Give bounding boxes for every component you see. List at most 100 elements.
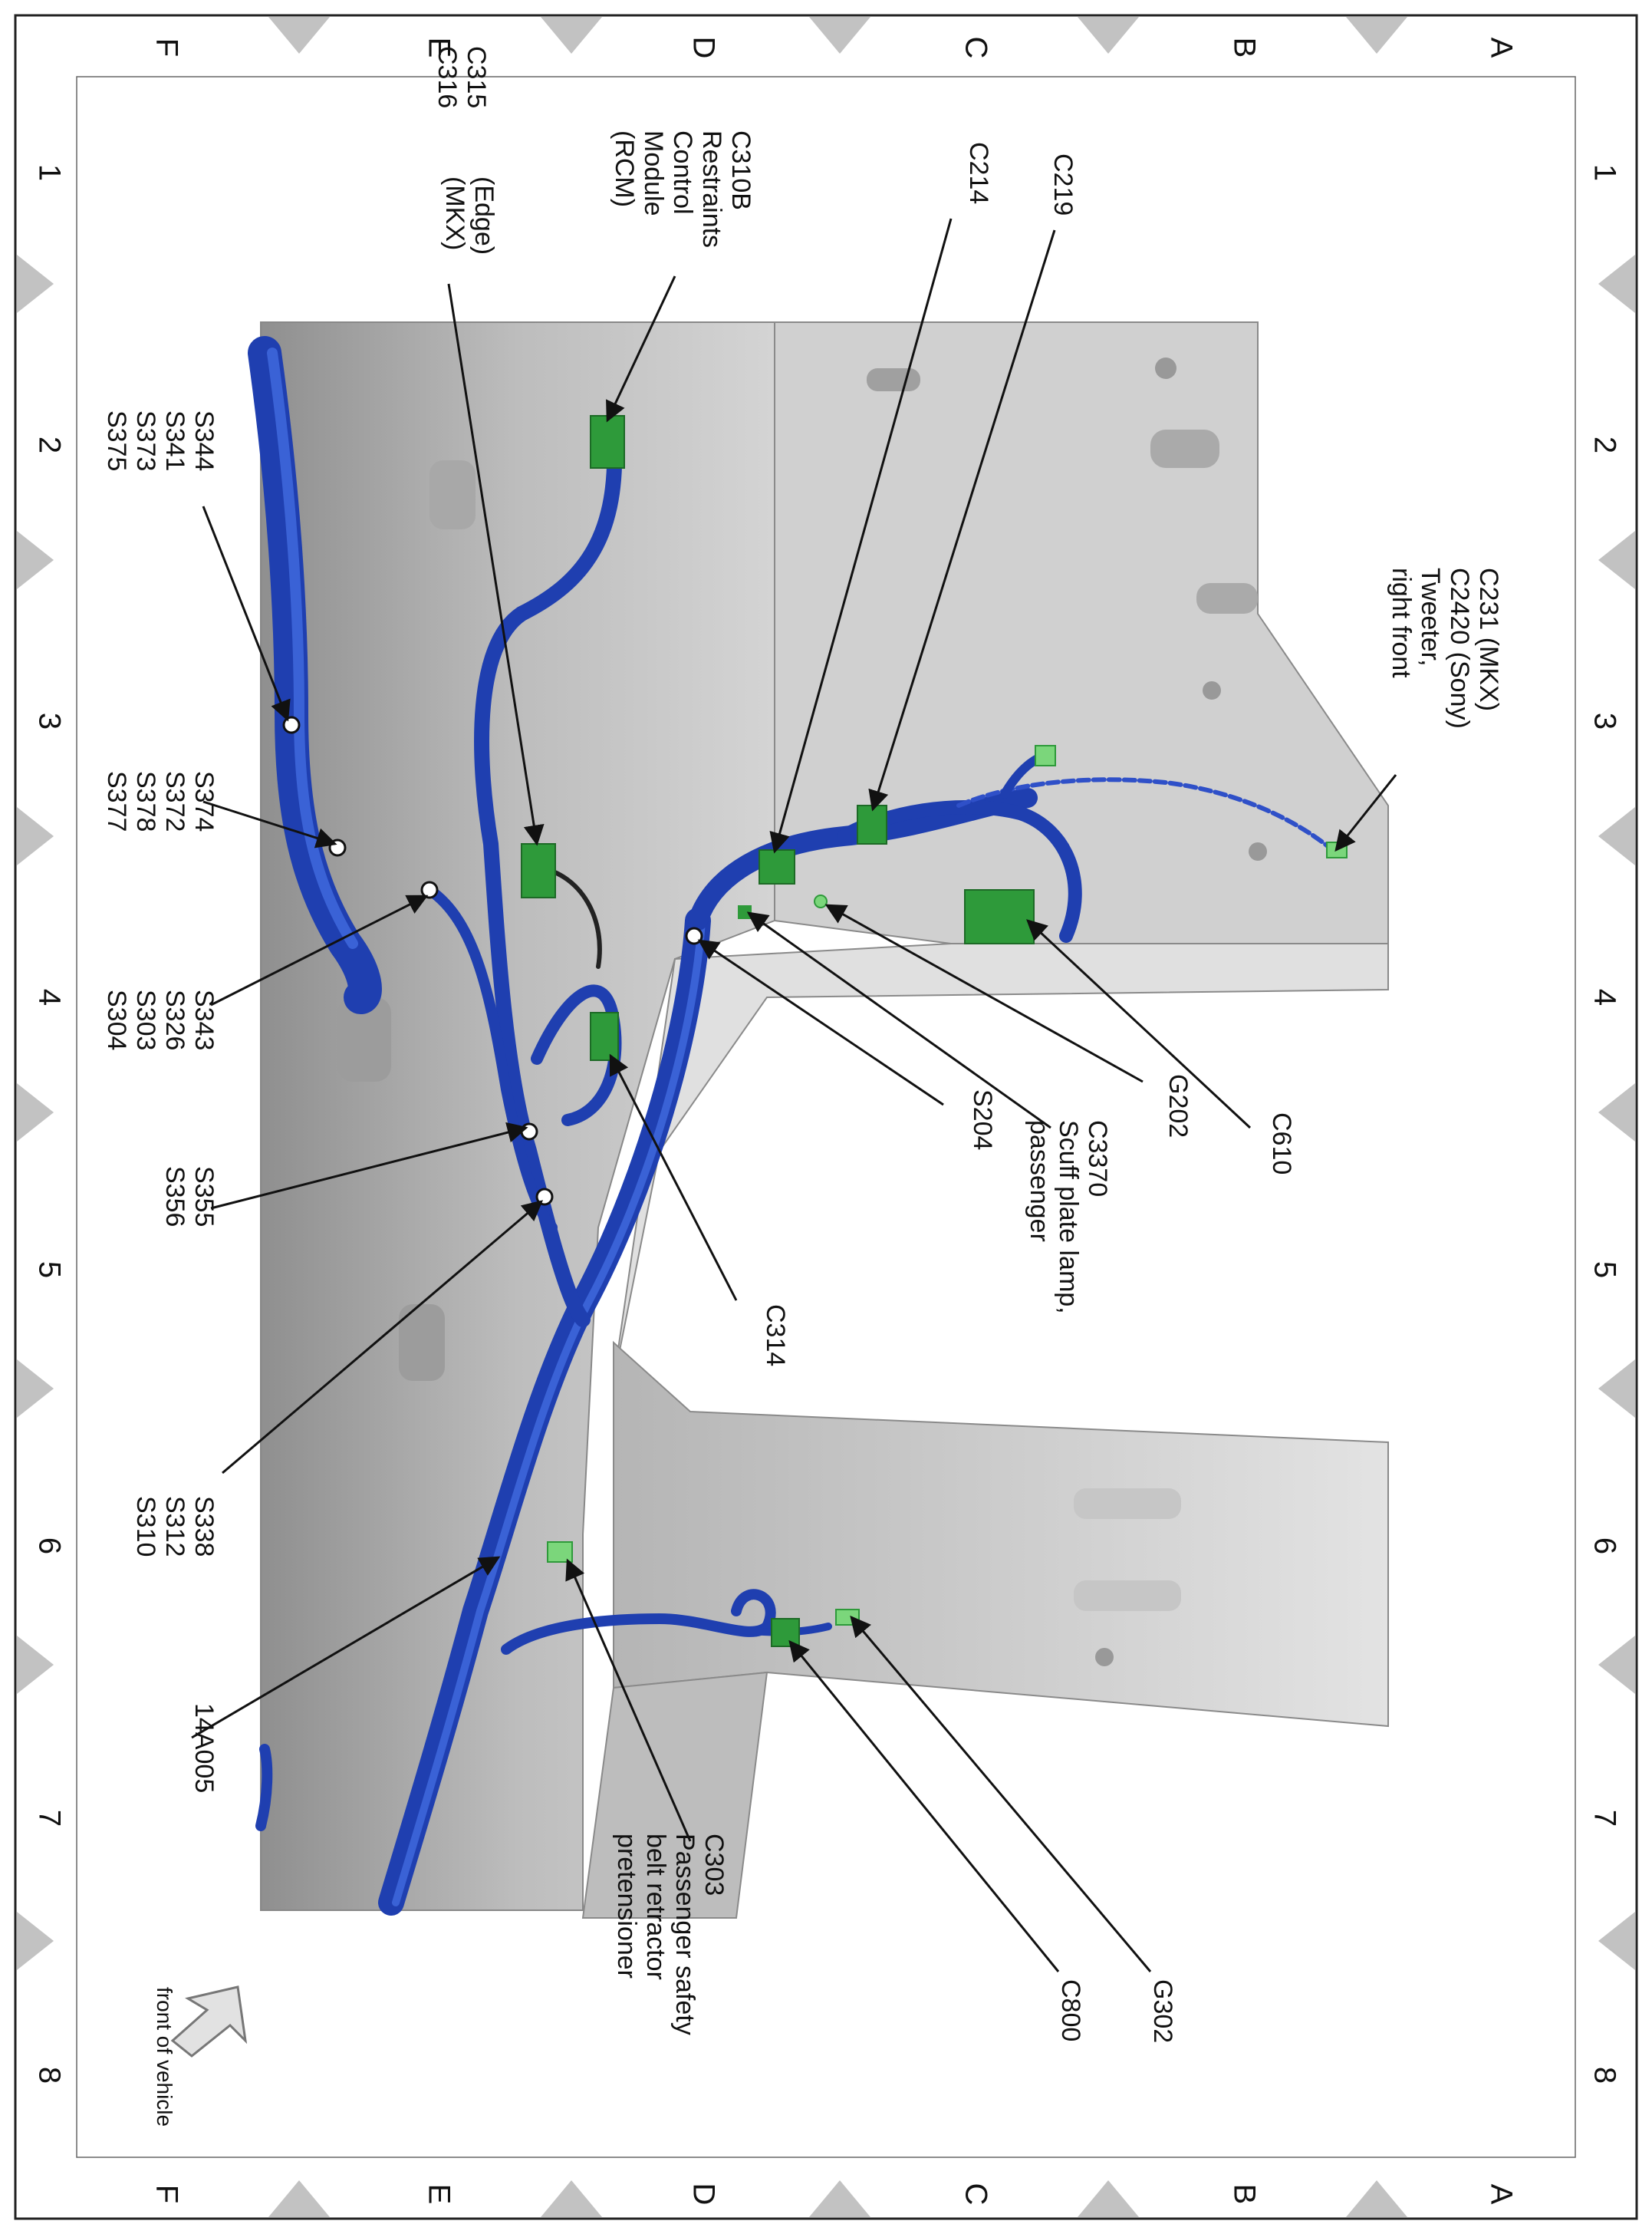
connector-c303 xyxy=(547,1541,573,1563)
callout-text-line: C219 xyxy=(1048,153,1078,216)
connector-c310b xyxy=(590,415,625,469)
callout-text-line: C314 xyxy=(761,1304,790,1366)
connector-c610 xyxy=(964,889,1035,944)
callout-text-line: S338 xyxy=(189,1496,219,1557)
border-tick-triangle xyxy=(17,1912,54,1970)
border-tick-triangle xyxy=(17,531,54,589)
border-tick-triangle xyxy=(17,807,54,865)
b-pillar xyxy=(613,1340,1389,1728)
callout-text-line: (RCM) xyxy=(610,130,639,207)
callout-text-line: S374 xyxy=(189,771,219,832)
front-of-vehicle-indicator xyxy=(170,1985,248,2058)
connector-c3370 xyxy=(738,905,752,919)
callout-text-line: C310B xyxy=(726,130,755,210)
grid-row-label: C xyxy=(959,37,992,59)
front-of-vehicle-label: front of vehicle xyxy=(153,1987,176,2127)
panel-rib xyxy=(429,460,476,529)
callout-labels: C231 (MKX)C2420 (Sony)Tweeter,right fron… xyxy=(102,46,1503,2127)
leader-line-c314 xyxy=(609,1053,738,1301)
panel-rib xyxy=(867,368,920,391)
panel-hole xyxy=(1155,358,1176,379)
callout-c800: C800 xyxy=(1056,1979,1085,2041)
border-tick-triangle xyxy=(1346,17,1407,54)
harness-splice-branch xyxy=(424,885,558,1233)
grid-column-label: 5 xyxy=(32,1261,66,1278)
grid-row-label: E xyxy=(422,2184,456,2205)
callout-text-line: C610 xyxy=(1267,1112,1296,1175)
connector-c219 xyxy=(857,805,887,845)
border-tick-triangle xyxy=(17,1083,54,1142)
leader-line-a14a005 xyxy=(191,1556,501,1739)
cowl-panel xyxy=(774,321,1389,944)
leader-line-c315-models xyxy=(447,283,545,846)
callout-text-line: belt retractor xyxy=(641,1834,670,1980)
callout-text-line: S312 xyxy=(160,1496,189,1557)
callout-text-line: 14A005 xyxy=(189,1703,219,1793)
vehicle-body xyxy=(260,321,1389,1919)
callout-text-line: Tweeter, xyxy=(1416,568,1445,667)
border-tick-triangle xyxy=(1598,1359,1635,1418)
callout-text-line: S204 xyxy=(968,1089,997,1150)
callout-text-line: S372 xyxy=(160,771,189,832)
callout-text-line: S310 xyxy=(131,1496,160,1557)
callout-s204: S204 xyxy=(968,1089,997,1150)
callout-text-line: C231 (MKX) xyxy=(1474,568,1503,711)
callout-text-line: C315 xyxy=(462,46,491,108)
callout-text-line: S356 xyxy=(160,1166,189,1227)
callout-text-line: C214 xyxy=(964,142,993,204)
grid-column-label: 8 xyxy=(1588,2067,1621,2084)
grid-column-label: 6 xyxy=(32,1537,66,1554)
panel-rib xyxy=(1196,583,1258,614)
callout-text-line: S375 xyxy=(102,410,131,471)
grid-row-label: E xyxy=(422,38,456,58)
callout-c610: C610 xyxy=(1267,1112,1296,1175)
harness-tweeter-branch xyxy=(956,777,1337,854)
splice-s344 xyxy=(282,716,301,734)
callout-text-line: S373 xyxy=(131,410,160,471)
grid-row-label: A xyxy=(1484,38,1518,58)
border-tick-triangle xyxy=(17,1636,54,1694)
border-tick-triangle xyxy=(809,17,870,54)
leader-line-s338 xyxy=(222,1200,544,1475)
leader-line-c303 xyxy=(565,1558,692,1842)
border-tick-triangle xyxy=(541,2180,602,2217)
callout-text-line: G202 xyxy=(1163,1074,1193,1138)
border-tick-triangle xyxy=(1598,1636,1635,1694)
panel-rib xyxy=(1074,1580,1181,1611)
leader-lines xyxy=(191,218,1397,1972)
panel-hole xyxy=(1095,1648,1114,1666)
callout-text-line: C316 xyxy=(433,46,462,108)
leader-line-g202 xyxy=(824,904,1144,1083)
border-tick-triangle xyxy=(1598,1083,1635,1142)
callout-text-line: Module xyxy=(639,130,668,216)
panel-rib xyxy=(337,997,391,1082)
callout-text-line: (Edge) xyxy=(469,176,499,255)
grid-row-label: A xyxy=(1484,2184,1518,2205)
grid-row-label: F xyxy=(150,2185,183,2203)
harness-floor-trunk xyxy=(248,336,382,1014)
callout-text-line: right front xyxy=(1387,568,1416,678)
grid-column-label: 5 xyxy=(1588,1261,1621,1278)
connector-c800 xyxy=(771,1618,800,1647)
grid-column-label: 1 xyxy=(32,164,66,181)
inner-border xyxy=(76,76,1576,2158)
harness-bpillar-branch xyxy=(501,1589,776,1655)
grid-column-label: 6 xyxy=(1588,1537,1621,1554)
border-tick-triangle xyxy=(1078,17,1139,54)
callout-text-line: S326 xyxy=(160,990,189,1050)
grid-row-label: C xyxy=(959,2183,992,2206)
splice-s355 xyxy=(520,1122,538,1141)
harness-c219-branch xyxy=(837,800,1082,943)
grid-column-label: 8 xyxy=(32,2067,66,2084)
leader-line-c3370 xyxy=(746,911,1051,1129)
leader-line-s355 xyxy=(210,1122,528,1210)
callout-text-line: S341 xyxy=(160,410,189,471)
harness-floor-highlight xyxy=(267,348,358,949)
